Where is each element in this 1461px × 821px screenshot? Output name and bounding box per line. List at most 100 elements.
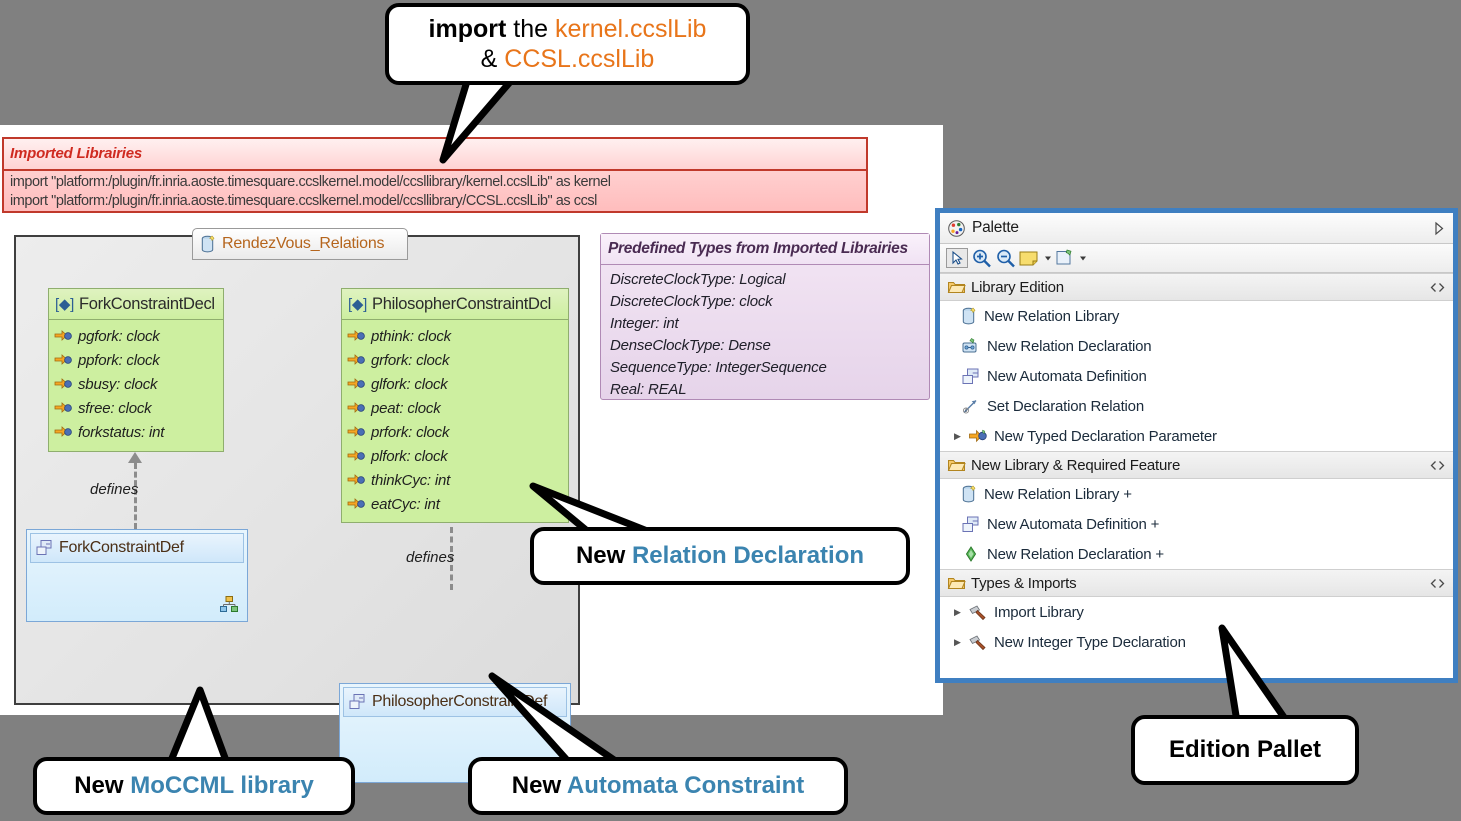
class-box-fork-constraint-decl[interactable]: [◆] ForkConstraintDecl pgfork: clock ppf… bbox=[48, 288, 224, 452]
palette-item-new-relation-declaration[interactable]: New Relation Declaration bbox=[940, 331, 1453, 361]
palette-item-new-automata-definition-plus[interactable]: New Automata Definition + bbox=[940, 509, 1453, 539]
callout-text-accent: Automata Constraint bbox=[566, 772, 805, 800]
parameter-icon bbox=[54, 377, 72, 389]
attribute-row: ppfork: clock bbox=[54, 348, 223, 372]
attribute-row: prfork: clock bbox=[347, 420, 568, 444]
class-box-philosopher-constraint-dcl[interactable]: [◆] PhilosopherConstraintDcl pthink: clo… bbox=[341, 288, 569, 523]
palette-item-new-integer-type-declaration[interactable]: ▶ New Integer Type Declaration bbox=[940, 627, 1453, 657]
palette-item-label: New Relation Library bbox=[984, 307, 1120, 325]
callout-text-normal: & bbox=[480, 45, 505, 73]
palette-item-label: New Typed Declaration Parameter bbox=[994, 427, 1217, 445]
attribute-label: eatCyc: int bbox=[371, 495, 440, 513]
note-dropdown-icon[interactable] bbox=[1043, 249, 1053, 267]
palette-item-set-declaration-relation[interactable]: 0 Set Declaration Relation bbox=[940, 391, 1453, 421]
attribute-row: thinkCyc: int bbox=[347, 468, 568, 492]
palette-item-new-relation-library-plus[interactable]: New Relation Library + bbox=[940, 479, 1453, 509]
diagram-tab-label: RendezVous_Relations bbox=[222, 235, 385, 252]
expand-arrow-icon[interactable]: ▶ bbox=[954, 606, 961, 617]
attribute-list: pgfork: clock ppfork: clock sbusy: clock… bbox=[49, 320, 223, 448]
palette-section-title: Library Edition bbox=[971, 278, 1064, 296]
palette-item-new-relation-library[interactable]: New Relation Library bbox=[940, 301, 1453, 331]
zoom-in-icon[interactable] bbox=[971, 248, 992, 268]
attribute-label: sbusy: clock bbox=[78, 375, 158, 393]
callout-text-bold: import bbox=[428, 14, 507, 43]
callout-text-bold: New bbox=[511, 772, 567, 800]
class-box-fork-constraint-def[interactable]: ForkConstraintDef bbox=[26, 529, 248, 622]
class-name: ForkConstraintDecl bbox=[78, 294, 215, 313]
palette-header: Palette bbox=[940, 213, 1453, 244]
predefined-type-entry: Integer: int bbox=[610, 315, 679, 332]
imported-libraries-panel[interactable]: Imported Librairies import "platform:/pl… bbox=[2, 137, 868, 213]
palette-item-new-relation-declaration-plus[interactable]: New Relation Declaration + bbox=[940, 539, 1453, 569]
callout-text: New Automata Constraint bbox=[512, 771, 804, 800]
automata-definition-icon bbox=[36, 540, 52, 555]
pin-icon[interactable] bbox=[1056, 249, 1075, 267]
zoom-out-icon[interactable] bbox=[995, 248, 1016, 268]
attribute-row: glfork: clock bbox=[347, 372, 568, 396]
defines-connector-line bbox=[134, 463, 137, 529]
class-name: PhilosopherConstraintDcl bbox=[371, 294, 551, 313]
palette-item-label: Import Library bbox=[994, 603, 1084, 621]
relation-library-icon bbox=[201, 235, 215, 252]
parameter-icon bbox=[347, 377, 365, 389]
palette-section-title: Types & Imports bbox=[971, 574, 1077, 592]
attribute-row: eatCyc: int bbox=[347, 492, 568, 516]
hammer-icon bbox=[969, 635, 986, 651]
attribute-row: grfork: clock bbox=[347, 348, 568, 372]
palette-item-label: New Relation Library + bbox=[984, 485, 1132, 503]
expand-arrow-icon[interactable] bbox=[1433, 221, 1445, 235]
palette-item-new-typed-declaration-parameter[interactable]: ▶ New Typed Declaration Parameter bbox=[940, 421, 1453, 451]
attribute-label: pgfork: clock bbox=[78, 327, 160, 345]
attribute-row: sbusy: clock bbox=[54, 372, 223, 396]
expand-arrow-icon[interactable]: ▶ bbox=[954, 430, 961, 441]
palette-item-import-library[interactable]: ▶ Import Library bbox=[940, 597, 1453, 627]
callout-text-bold: New bbox=[74, 772, 131, 800]
imported-libraries-title: Imported Librairies bbox=[4, 139, 866, 171]
attribute-row: pgfork: clock bbox=[54, 324, 223, 348]
set-declaration-relation-icon: 0 bbox=[962, 399, 977, 414]
diagram-tab-rendezvous-relations[interactable]: RendezVous_Relations bbox=[192, 228, 408, 260]
parameter-icon bbox=[54, 401, 72, 413]
class-name: ForkConstraintDef bbox=[59, 539, 184, 556]
parameter-icon bbox=[347, 401, 365, 413]
predefined-type-entry: SequenceType: IntegerSequence bbox=[610, 359, 827, 376]
select-cursor-icon[interactable] bbox=[946, 248, 968, 268]
attribute-label: glfork: clock bbox=[371, 375, 448, 393]
parameter-icon bbox=[347, 329, 365, 341]
callout-text-accent: kernel.ccslLib bbox=[554, 14, 707, 43]
parameter-icon bbox=[54, 425, 72, 437]
attribute-label: peat: clock bbox=[371, 399, 441, 417]
collapse-section-icon[interactable] bbox=[1430, 578, 1445, 589]
palette-item-new-automata-definition[interactable]: New Automata Definition bbox=[940, 361, 1453, 391]
collapse-section-icon[interactable] bbox=[1430, 460, 1445, 471]
note-icon[interactable] bbox=[1019, 249, 1040, 267]
defines-connector-label: defines bbox=[406, 549, 455, 566]
attribute-row: plfork: clock bbox=[347, 444, 568, 468]
class-box-header: ForkConstraintDef bbox=[30, 533, 244, 563]
attribute-label: grfork: clock bbox=[371, 351, 450, 369]
class-box-header: [◆] PhilosopherConstraintDcl bbox=[342, 289, 568, 320]
callout-new-moccml-library: New MoCCML library bbox=[33, 757, 355, 815]
predefined-type-entry: DiscreteClockType: clock bbox=[610, 293, 773, 310]
palette-section-header-types-imports[interactable]: Types & Imports bbox=[940, 569, 1453, 597]
palette-icon bbox=[948, 219, 965, 237]
folder-icon bbox=[947, 282, 966, 293]
collapse-section-icon[interactable] bbox=[1430, 282, 1445, 293]
palette-panel[interactable]: Palette bbox=[935, 208, 1458, 683]
attribute-row: forkstatus: int bbox=[54, 420, 223, 444]
palette-section-header-library-edition[interactable]: Library Edition bbox=[940, 273, 1453, 301]
pin-dropdown-icon[interactable] bbox=[1078, 249, 1088, 267]
palette-item-label: New Relation Declaration + bbox=[987, 545, 1164, 563]
palette-section-header-new-library-required-feature[interactable]: New Library & Required Feature bbox=[940, 451, 1453, 479]
callout-text-accent: Relation Declaration bbox=[631, 542, 865, 570]
palette-toolbar[interactable] bbox=[940, 244, 1453, 273]
relation-library-icon bbox=[962, 307, 976, 324]
predefined-types-panel[interactable]: Predefined Types from Imported Librairie… bbox=[600, 233, 930, 400]
callout-text-accent: MoCCML library bbox=[130, 772, 314, 800]
attribute-label: thinkCyc: int bbox=[371, 471, 451, 489]
defines-connector-line bbox=[450, 527, 453, 590]
expand-arrow-icon[interactable]: ▶ bbox=[954, 636, 961, 647]
import-statement: import "platform:/plugin/fr.inria.aoste.… bbox=[10, 193, 597, 209]
svg-text:0: 0 bbox=[965, 408, 968, 413]
relation-library-icon bbox=[962, 485, 976, 502]
